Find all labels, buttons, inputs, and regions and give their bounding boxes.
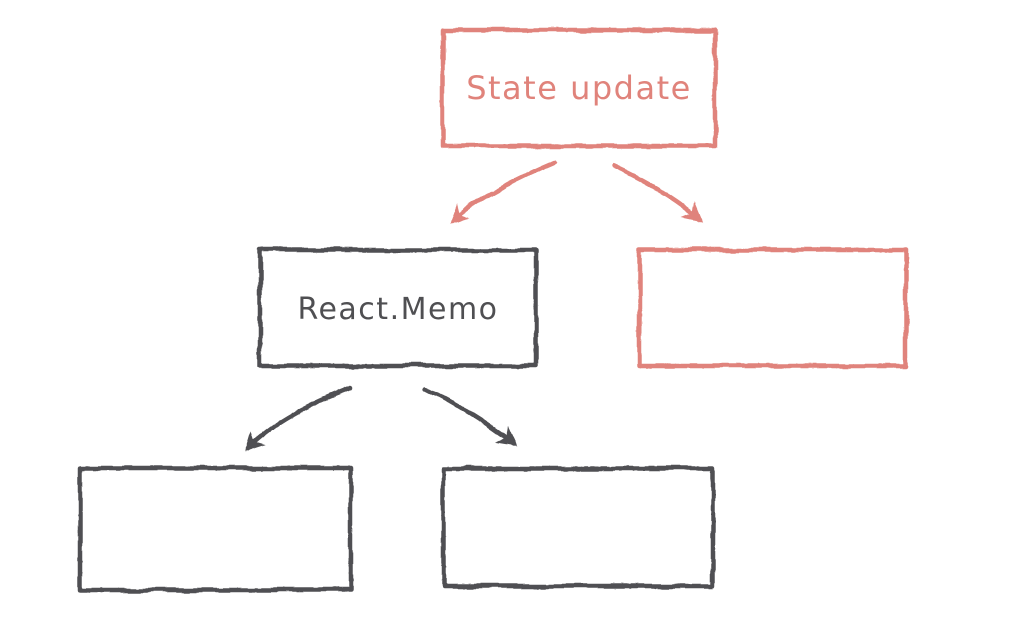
arrow-react-memo-to-empty-dark-left[interactable]	[244, 385, 354, 452]
arrow-react-memo-to-empty-dark-right[interactable]	[423, 386, 518, 447]
node-empty-dark-left[interactable]	[77, 465, 354, 593]
node-react-memo[interactable]	[257, 247, 539, 369]
arrow-state-update-to-empty-red[interactable]	[610, 163, 704, 222]
arrow-state-update-to-react-memo[interactable]	[448, 159, 558, 224]
node-state-update-label[interactable]: State update	[466, 69, 692, 107]
node-state-update[interactable]	[440, 27, 718, 149]
node-empty-red[interactable]	[637, 247, 909, 369]
node-react-memo-label[interactable]: React.Memo	[297, 292, 498, 327]
node-empty-dark-right[interactable]	[441, 465, 716, 589]
